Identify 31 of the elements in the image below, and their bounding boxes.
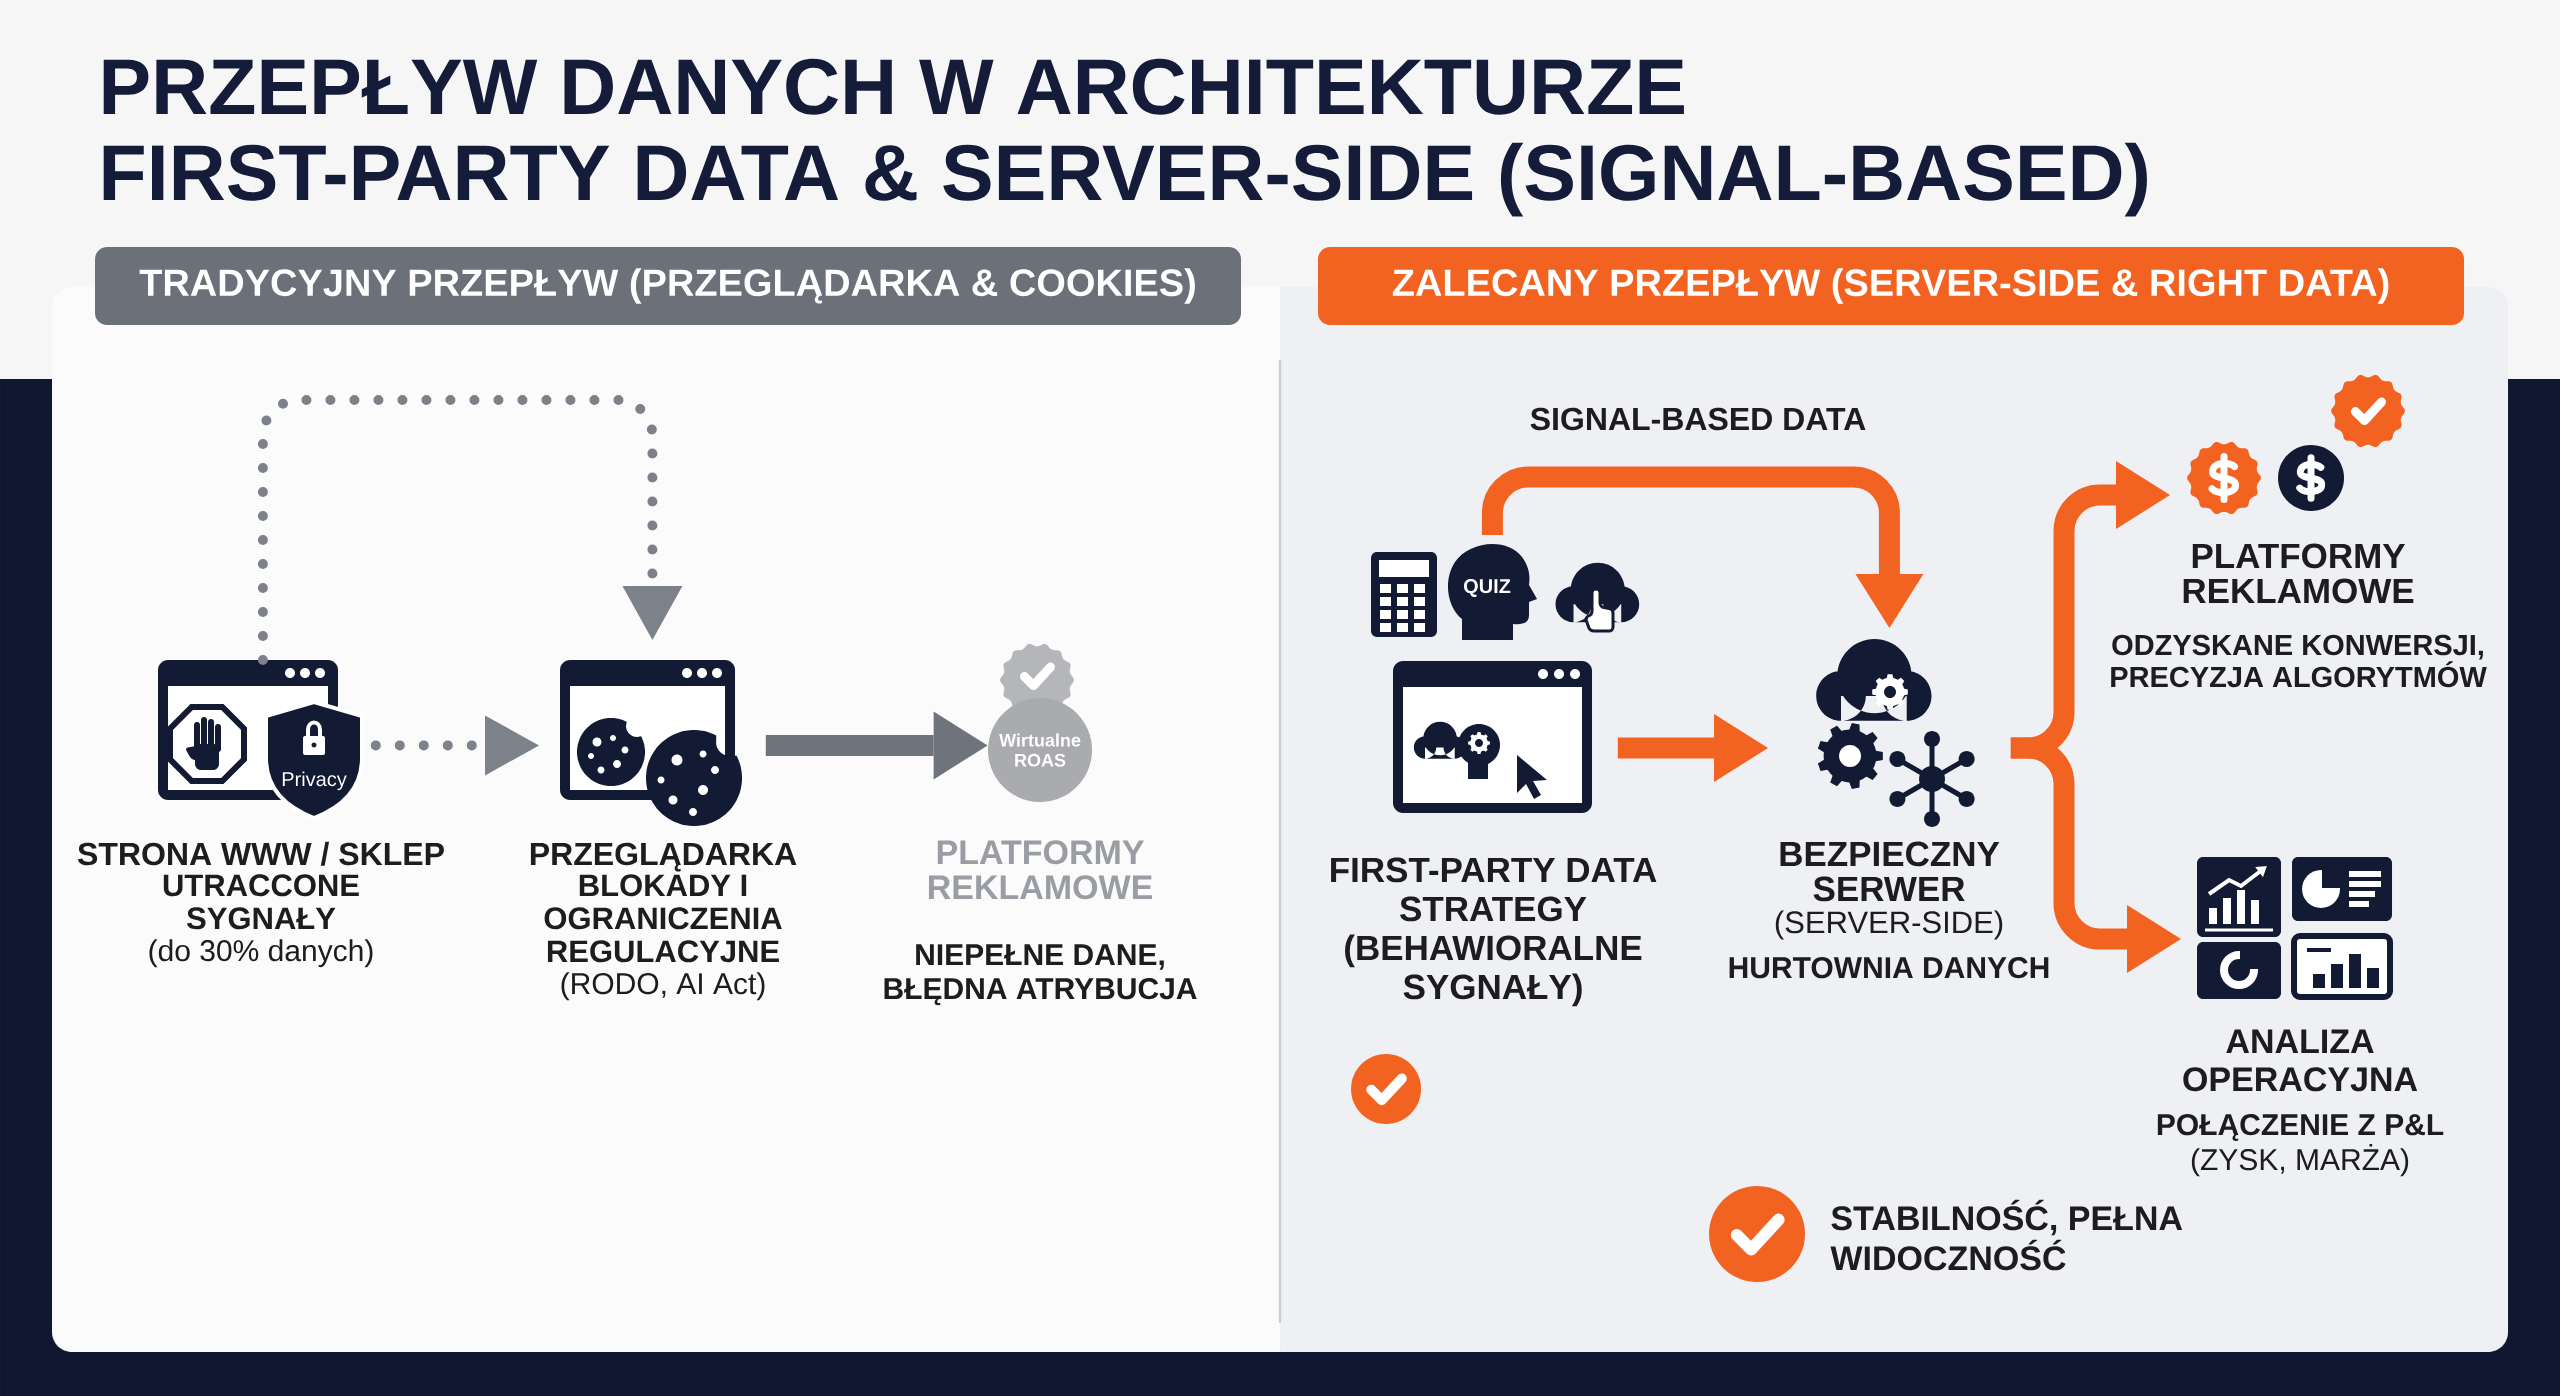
node-subtitle: NIEPEŁNE DANE, BŁĘDNA ATRYBUCJA [884, 944, 1197, 1006]
node-note: (ZYSK, MARŻA) [2191, 1143, 2409, 1177]
panel-header: ZALECANY PRZEPŁYW (SERVER-SIDE & RIGHT DATA) [1318, 247, 2464, 325]
node-title: PLATFORMY REKLAMOWE [2183, 543, 2414, 604]
arrow [1617, 714, 1768, 782]
icon-label: Privacy [282, 771, 347, 791]
node-title: ANALIZA OPERACYJNA [2183, 1029, 2418, 1092]
panel-header: TRADYCYJNY PRZEPŁYW (PRZEGLĄDARKA & COOKIES) [95, 247, 1241, 325]
icon-label: QUIZ [1463, 579, 1511, 597]
node-title: STRONA WWW / SKLEP [77, 841, 444, 866]
title: PRZEPŁYW DANYCH W ARCHITEKTURZE FIRST-PARTY DATA & SERVER-SIDE (SIGNAL-BASED) [103, 58, 2147, 217]
node-note: (do 30% danych) [149, 939, 373, 968]
arrow [765, 711, 988, 780]
arrow [1481, 466, 1924, 628]
dotted-arrow [257, 395, 683, 665]
node-subtitle: UTRACCONE SYGNAŁY [163, 874, 359, 930]
node-title: BEZPIECZNY SERWER [1780, 841, 2000, 902]
note-text: STABILNOŚĆ, PEŁNA WIDOCZNOŚĆ [1830, 1199, 2183, 1271]
node-note: (RODO, AI Act) [561, 972, 765, 1001]
node-subtitle: POŁĄCZENIE Z P&L [2157, 1114, 2444, 1142]
node-subtitle: HURTOWNIA DANYCH [1729, 957, 2049, 979]
node-title: PLATFORMY REKLAMOWE [929, 840, 1152, 900]
node-subtitle: BLOKADY I OGRANICZENIA REGULACYJNE [544, 874, 782, 963]
dotted-arrow [370, 715, 539, 776]
edge-label: SIGNAL-BASED DATA [1523, 401, 1873, 437]
node-title: PRZEGLĄDARKA [530, 842, 797, 872]
arrow [2010, 737, 2181, 973]
badge: Wirtualne ROAS [988, 698, 1092, 802]
node-note: (SERVER-SIDE) [1775, 910, 2003, 940]
node-title: FIRST-PARTY DATA STRATEGY (BEHAWIORALNE SYGNAŁY) [1331, 857, 1657, 1007]
node-subtitle: ODZYSKANE KONWERSJI, PRECYZJA ALGORYTMÓW [2111, 634, 2487, 688]
